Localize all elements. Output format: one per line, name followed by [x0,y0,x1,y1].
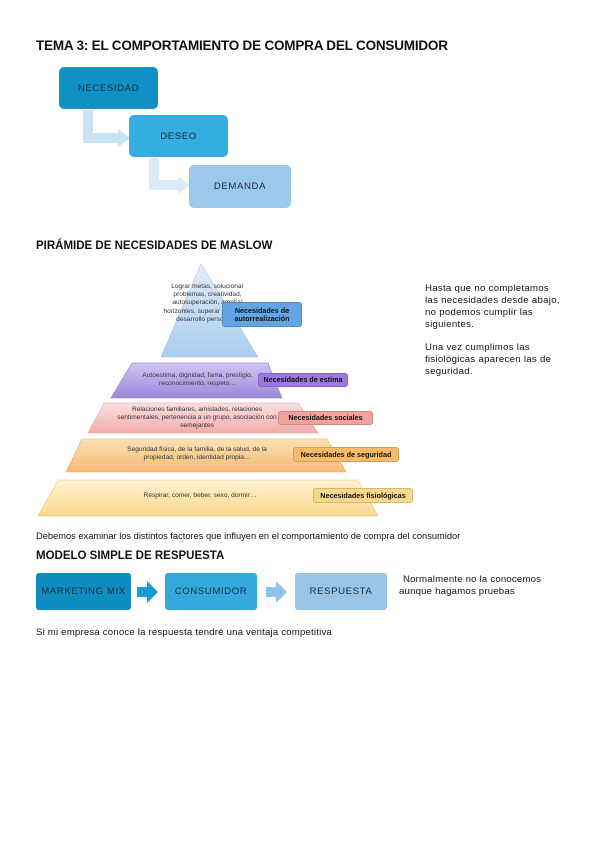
tag-fisiologicas-label: Necesidades fisiológicas [320,490,406,500]
pyramid-text-2: Autoestima, dignidad, fama, prestigio, r… [142,372,253,388]
maslow-pyramid [37,263,379,517]
conclusion-text: Si mi empresa conoce la respuesta tendré… [36,627,332,638]
tag-fisiologicas: Necesidades fisiológicas [313,488,413,503]
marketing-mix-box: MARKETING MIX [36,573,131,610]
maslow-note-1: Hasta que no completamos las necesidades… [425,283,560,330]
pyramid-level-seguridad [65,438,347,473]
tag-seguridad: Necesidades de seguridad [293,447,399,462]
flow-connectors [83,110,190,194]
arrow-right-icon [137,581,158,603]
factors-text: Debemos examinar los distintos factores … [36,531,461,541]
model-heading: MODELO SIMPLE DE RESPUESTA [36,550,225,562]
respuesta-label: RESPUESTA [309,586,373,597]
pyramid-text-5: Respirar, comer, beber, sexo, dormir… [143,492,257,499]
necesidad-label: NECESIDAD [77,82,140,94]
consumidor-box: CONSUMIDOR [165,573,257,610]
model-note: Normalmente no la conocemos aunque hagam… [399,574,542,597]
arrow-right-icon [266,581,287,603]
respuesta-box: RESPUESTA [295,573,387,610]
tag-autorrealizacion: Necesidades de autorrealización [222,302,302,327]
pyramid-text-4: Seguridad física, de la familia, de la s… [127,446,267,462]
pyramid-level-estima [110,362,283,399]
tag-sociales-label: Necesidades sociales [288,413,363,423]
tag-seguridad-label: Necesidades de seguridad [300,449,392,459]
pyramid-text-3: Relaciones familiares, amistades, relaci… [117,406,277,430]
page-title: TEMA 3: EL COMPORTAMIENTO DE COMPRA DEL … [36,38,448,53]
marketing-mix-label: MARKETING MIX [41,586,126,597]
tag-sociales: Necesidades sociales [278,411,373,425]
demanda-box: DEMANDA [189,165,291,208]
consumidor-label: CONSUMIDOR [174,586,248,597]
deseo-box: DESEO [129,115,228,157]
pyramid-level-fisiologicas [37,479,379,517]
pyramid-text-1: Lograr metas, solucionar problemas, crea… [163,283,252,323]
maslow-note-2: Una vez cumplimos las fisiológicas apare… [425,342,552,377]
tag-autorrealizacion-label: Necesidades de autorrealización [234,305,290,323]
demanda-label: DEMANDA [213,181,267,192]
pyramid-level-sociales [87,402,319,434]
maslow-heading: PIRÁMIDE DE NECESIDADES DE MASLOW [36,240,273,252]
deseo-label: DESEO [160,130,197,142]
necesidad-box: NECESIDAD [59,67,158,109]
tag-estima-label: Necesidades de estima [263,375,343,385]
tag-estima: Necesidades de estima [258,373,348,387]
